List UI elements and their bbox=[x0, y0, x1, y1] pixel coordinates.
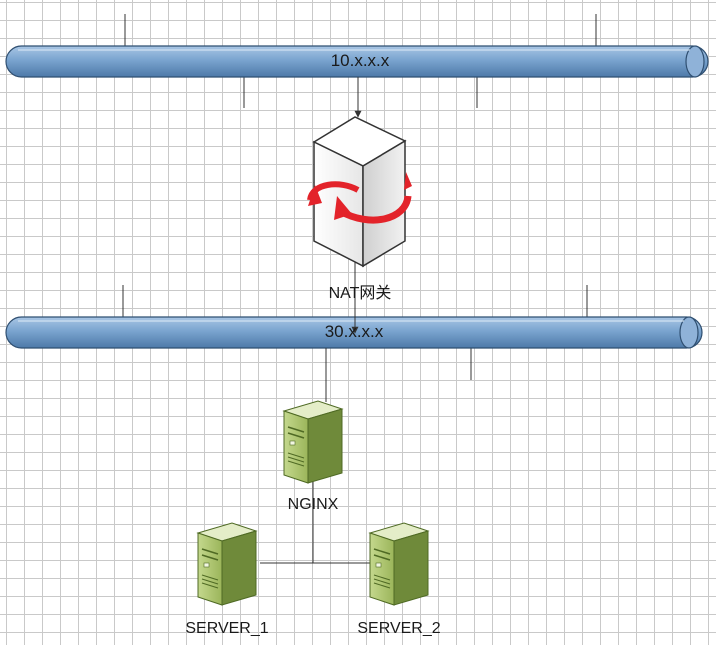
gateway-label: NAT网关 bbox=[328, 285, 392, 302]
nginx-label: NGINX bbox=[287, 496, 339, 513]
server1-label: SERVER_1 bbox=[185, 620, 269, 637]
nginx-server-icon bbox=[283, 400, 343, 484]
server1-icon bbox=[197, 522, 257, 606]
server2-label: SERVER_2 bbox=[357, 620, 441, 637]
top-bus bbox=[5, 45, 709, 78]
top-bus-label: 10.x.x.x bbox=[330, 51, 390, 70]
nat-router-icon bbox=[307, 116, 412, 268]
bottom-bus-label: 30.x.x.x bbox=[324, 322, 384, 341]
server2-icon bbox=[369, 522, 429, 606]
bus-stubs bbox=[122, 14, 597, 380]
